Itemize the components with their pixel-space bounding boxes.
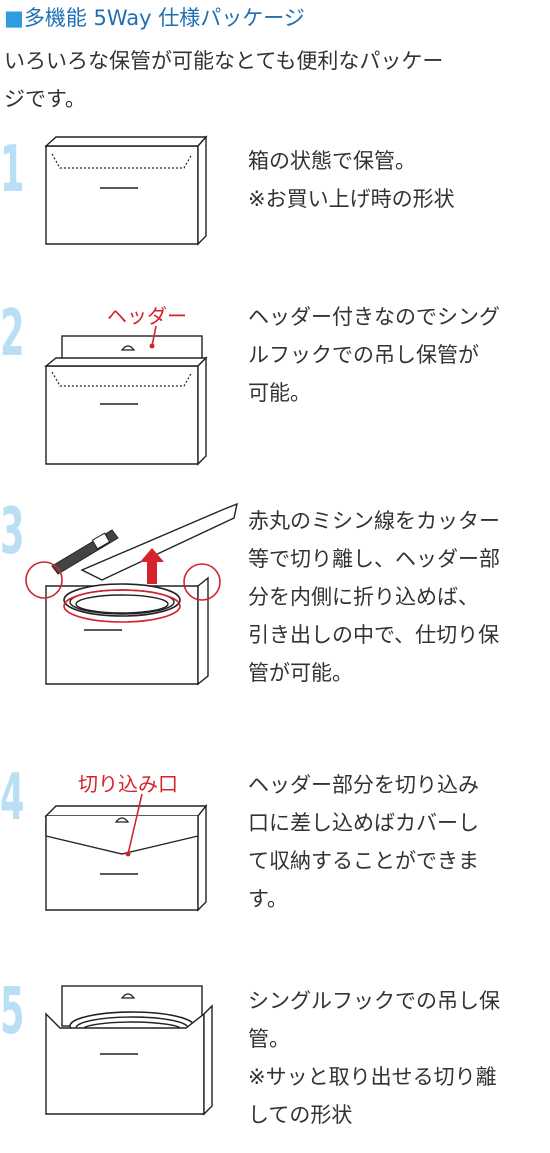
step-2-description: ヘッダー付きなのでシング ルフックでの吊し保管が 可能。 <box>248 298 546 412</box>
slit-label: 切り込み口 <box>78 772 178 796</box>
desc-line: 等で切り離し、ヘッダー部 <box>248 547 500 571</box>
desc-line: ヘッダー部分を切り込み <box>248 773 479 797</box>
step-3-description: 赤丸のミシン線をカッター 等で切り離し、ヘッダー部 分を内側に折り込めば、 引き… <box>248 502 546 692</box>
desc-line: ※お買い上げ時の形状 <box>248 187 455 211</box>
step-number-1: 1 <box>0 133 25 207</box>
desc-line: 箱の状態で保管。 <box>248 149 416 173</box>
desc-line: 管が可能。 <box>248 661 353 685</box>
step-number-4: 4 <box>0 761 25 835</box>
heading-square-icon: ■ <box>4 6 24 30</box>
step-5-description: シングルフックでの吊し保 管。 ※サッと取り出せる切り離 しての形状 <box>248 982 546 1134</box>
desc-line: 引き出しの中で、仕切り保 <box>248 623 500 647</box>
desc-line: ルフックでの吊し保管が <box>248 343 479 367</box>
desc-line: 口に差し込めばカバーし <box>248 811 479 835</box>
desc-line: 管。 <box>248 1027 290 1051</box>
intro-line: いろいろな保管が可能なとても便利なパッケー <box>4 49 444 73</box>
desc-line: ヘッダー付きなのでシング <box>248 305 500 329</box>
header-label: ヘッダー <box>107 304 187 328</box>
box-with-header-illustration <box>44 325 208 466</box>
intro-line: ジです。 <box>4 87 86 111</box>
covered-box-illustration <box>44 793 208 912</box>
step-number-2: 2 <box>0 297 25 371</box>
desc-line: す。 <box>248 887 288 911</box>
desc-line: 赤丸のミシン線をカッター <box>248 509 500 533</box>
cutter-drawer-illustration <box>25 502 238 686</box>
desc-line: ※サッと取り出せる切り離 <box>248 1065 497 1089</box>
section-heading: ■多機能 5Way 仕様パッケージ <box>4 2 305 32</box>
hanging-open-box-illustration <box>45 985 213 1116</box>
intro-text: いろいろな保管が可能なとても便利なパッケー ジです。 <box>4 42 544 118</box>
desc-line: しての形状 <box>248 1103 353 1127</box>
desc-line: シングルフックでの吊し保 <box>248 989 500 1013</box>
heading-text: 多機能 5Way 仕様パッケージ <box>23 6 305 30</box>
step-4-description: ヘッダー部分を切り込み 口に差し込めばカバーし て収納することができま す。 <box>248 766 546 918</box>
desc-line: 分を内側に折り込めば、 <box>248 585 479 609</box>
desc-line: 可能。 <box>248 381 311 405</box>
step-number-3: 3 <box>0 495 25 569</box>
desc-line: て収納することができま <box>248 849 479 873</box>
closed-box-illustration <box>44 135 208 246</box>
step-number-5: 5 <box>0 975 25 1049</box>
step-1-description: 箱の状態で保管。 ※お買い上げ時の形状 <box>248 142 546 218</box>
